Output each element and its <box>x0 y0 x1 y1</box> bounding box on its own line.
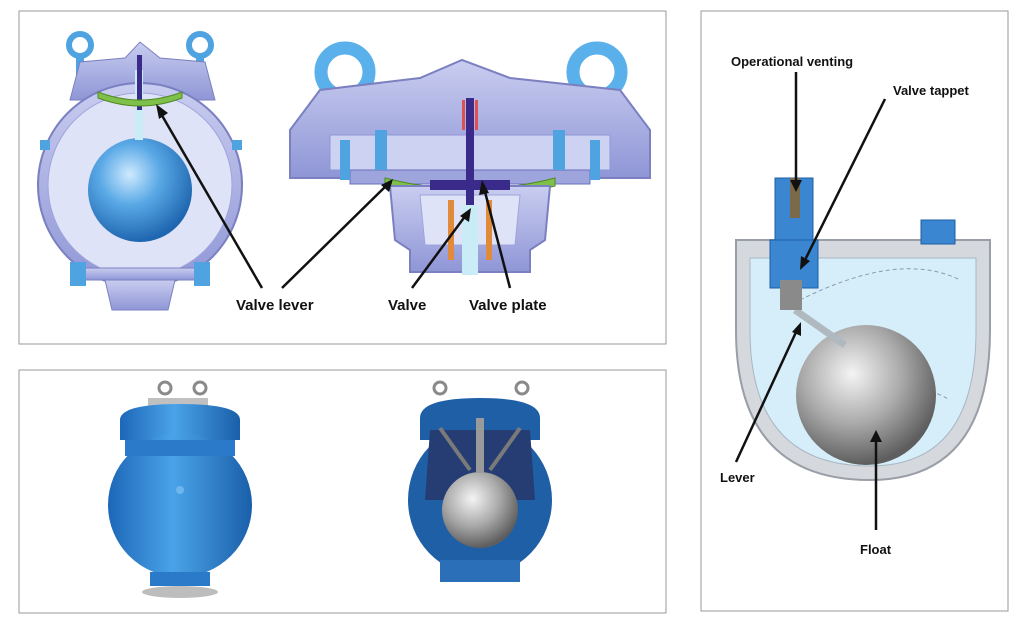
callout-arrows-top-left <box>156 104 512 289</box>
float-valve-cross-section <box>735 177 991 482</box>
label-float: Float <box>860 542 892 557</box>
label-valve-plate: Valve plate <box>469 297 547 314</box>
cutaway-valve-head <box>289 41 651 275</box>
panel-top-left: Valve lever Valve Valve plate <box>18 10 667 345</box>
valve-exterior-photo <box>108 380 252 598</box>
panel-right: Operational venting Valve tappet Lever F… <box>700 10 1009 612</box>
valve-cutaway-photo <box>408 380 552 582</box>
label-valve-tappet: Valve tappet <box>893 83 970 98</box>
cutaway-valve-left <box>37 31 243 311</box>
label-operational-venting: Operational venting <box>731 54 853 69</box>
panel-bottom-left <box>18 369 667 614</box>
label-valve: Valve <box>388 297 426 314</box>
callout-arrows-right <box>734 72 887 530</box>
label-lever: Lever <box>720 470 755 485</box>
label-valve-lever: Valve lever <box>236 297 314 314</box>
